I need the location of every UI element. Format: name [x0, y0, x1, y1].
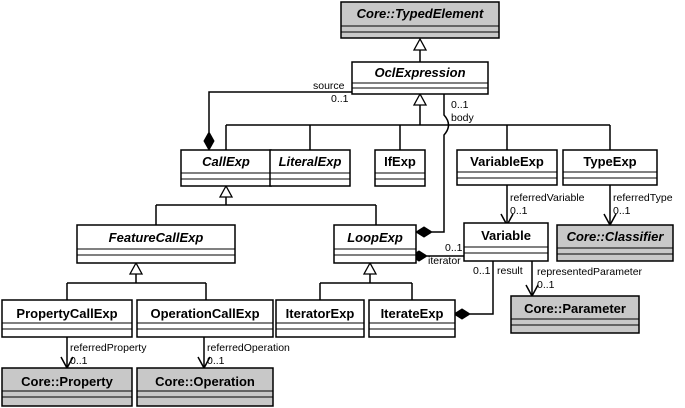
diamond-icon — [415, 226, 433, 238]
class-operation-call-exp[interactable]: OperationCallExp — [136, 299, 274, 338]
class-name: Core::Classifier — [567, 229, 665, 244]
multiplicity-label: 0..1 — [473, 265, 491, 277]
class-name: VariableExp — [470, 154, 544, 169]
class-core-parameter[interactable]: Core::Parameter — [510, 295, 640, 334]
role-label-referred-operation: referredOperation — [207, 342, 290, 354]
class-name: Variable — [481, 228, 531, 243]
connectors — [66, 50, 611, 368]
class-name: LoopExp — [347, 230, 403, 245]
class-name: Core::TypedElement — [357, 6, 484, 21]
class-if-exp[interactable]: IfExp — [374, 149, 426, 187]
class-name: FeatureCallExp — [109, 230, 204, 245]
diamond-icon — [453, 308, 471, 320]
source-association-line — [208, 91, 352, 132]
class-name: Core::Operation — [155, 374, 255, 389]
class-name: IteratorExp — [286, 306, 355, 321]
composition-diamonds — [203, 130, 471, 320]
class-name: OclExpression — [374, 65, 465, 80]
role-label-source: source — [313, 80, 345, 92]
class-loop-exp[interactable]: LoopExp — [333, 224, 417, 264]
class-core-typed-element[interactable]: Core::TypedElement — [340, 1, 500, 39]
class-core-property[interactable]: Core::Property — [1, 367, 133, 407]
class-property-call-exp[interactable]: PropertyCallExp — [1, 299, 133, 338]
class-name: TypeExp — [583, 154, 636, 169]
class-name: OperationCallExp — [150, 306, 259, 321]
role-label-represented-parameter: representedParameter — [537, 266, 643, 278]
class-name: CallExp — [202, 154, 250, 169]
class-boxes: Core::TypedElement OclExpression CallExp… — [1, 1, 674, 407]
triangle-icon — [128, 261, 144, 275]
diamond-icon — [203, 130, 215, 152]
class-call-exp[interactable]: CallExp — [180, 149, 272, 187]
role-label-body: body — [451, 112, 475, 124]
triangle-icon — [362, 261, 378, 275]
role-label-iterator: iterator — [428, 255, 461, 267]
class-type-exp[interactable]: TypeExp — [562, 149, 658, 186]
class-core-classifier[interactable]: Core::Classifier — [556, 224, 674, 262]
class-name: LiteralExp — [279, 154, 342, 169]
triangle-icon — [412, 37, 428, 51]
multiplicity-label: 0..1 — [510, 205, 528, 217]
multiplicity-label: 0..1 — [537, 279, 555, 291]
class-name: Core::Parameter — [524, 301, 626, 316]
body-association-line — [432, 94, 450, 233]
class-core-operation[interactable]: Core::Operation — [136, 367, 274, 407]
role-label-result: result — [497, 265, 523, 277]
class-ocl-expression[interactable]: OclExpression — [351, 61, 489, 95]
association-labels: source 0..1 0..1 body referredVariable 0… — [70, 80, 673, 367]
class-variable[interactable]: Variable — [463, 222, 549, 262]
triangle-icon — [218, 184, 234, 198]
class-literal-exp[interactable]: LiteralExp — [269, 149, 351, 187]
class-name: PropertyCallExp — [16, 306, 117, 321]
role-label-referred-type: referredType — [613, 192, 673, 204]
generalization-triangles — [128, 37, 428, 275]
multiplicity-label: 0..1 — [451, 99, 469, 111]
class-name: IfExp — [384, 154, 416, 169]
role-label-referred-variable: referredVariable — [510, 192, 585, 204]
class-feature-call-exp[interactable]: FeatureCallExp — [76, 224, 236, 264]
multiplicity-label: 0..1 — [207, 355, 225, 367]
multiplicity-label: 0..1 — [331, 93, 349, 105]
class-iterator-exp[interactable]: IteratorExp — [275, 299, 365, 338]
class-name: Core::Property — [21, 374, 114, 389]
class-iterate-exp[interactable]: IterateExp — [368, 299, 456, 338]
multiplicity-label: 0..1 — [613, 205, 631, 217]
triangle-icon — [412, 92, 428, 106]
role-label-referred-property: referredProperty — [70, 342, 147, 354]
multiplicity-label: 0..1 — [70, 355, 88, 367]
class-name: IterateExp — [381, 306, 444, 321]
result-association-line — [470, 248, 494, 315]
multiplicity-label: 0..1 — [445, 242, 463, 254]
class-variable-exp[interactable]: VariableExp — [456, 149, 558, 186]
